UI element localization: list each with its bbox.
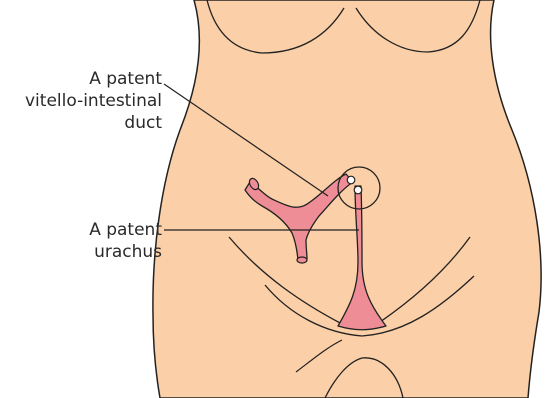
label-vitello-intestinal-duct: A patent vitello-intestinal duct xyxy=(25,68,162,134)
label-urachus-line2: urachus xyxy=(89,241,162,263)
label-patent-urachus: A patent urachus xyxy=(89,219,162,263)
label-vitello-line3: duct xyxy=(25,112,162,134)
label-vitello-line1: A patent xyxy=(25,68,162,90)
torso xyxy=(153,0,541,398)
vitello-duct-opening-bottom xyxy=(297,257,307,263)
label-urachus-line1: A patent xyxy=(89,219,162,241)
urachus-umbilical-opening xyxy=(354,186,362,194)
label-vitello-line2: vitello-intestinal xyxy=(25,90,162,112)
vitello-duct-umbilical-opening xyxy=(347,176,355,184)
